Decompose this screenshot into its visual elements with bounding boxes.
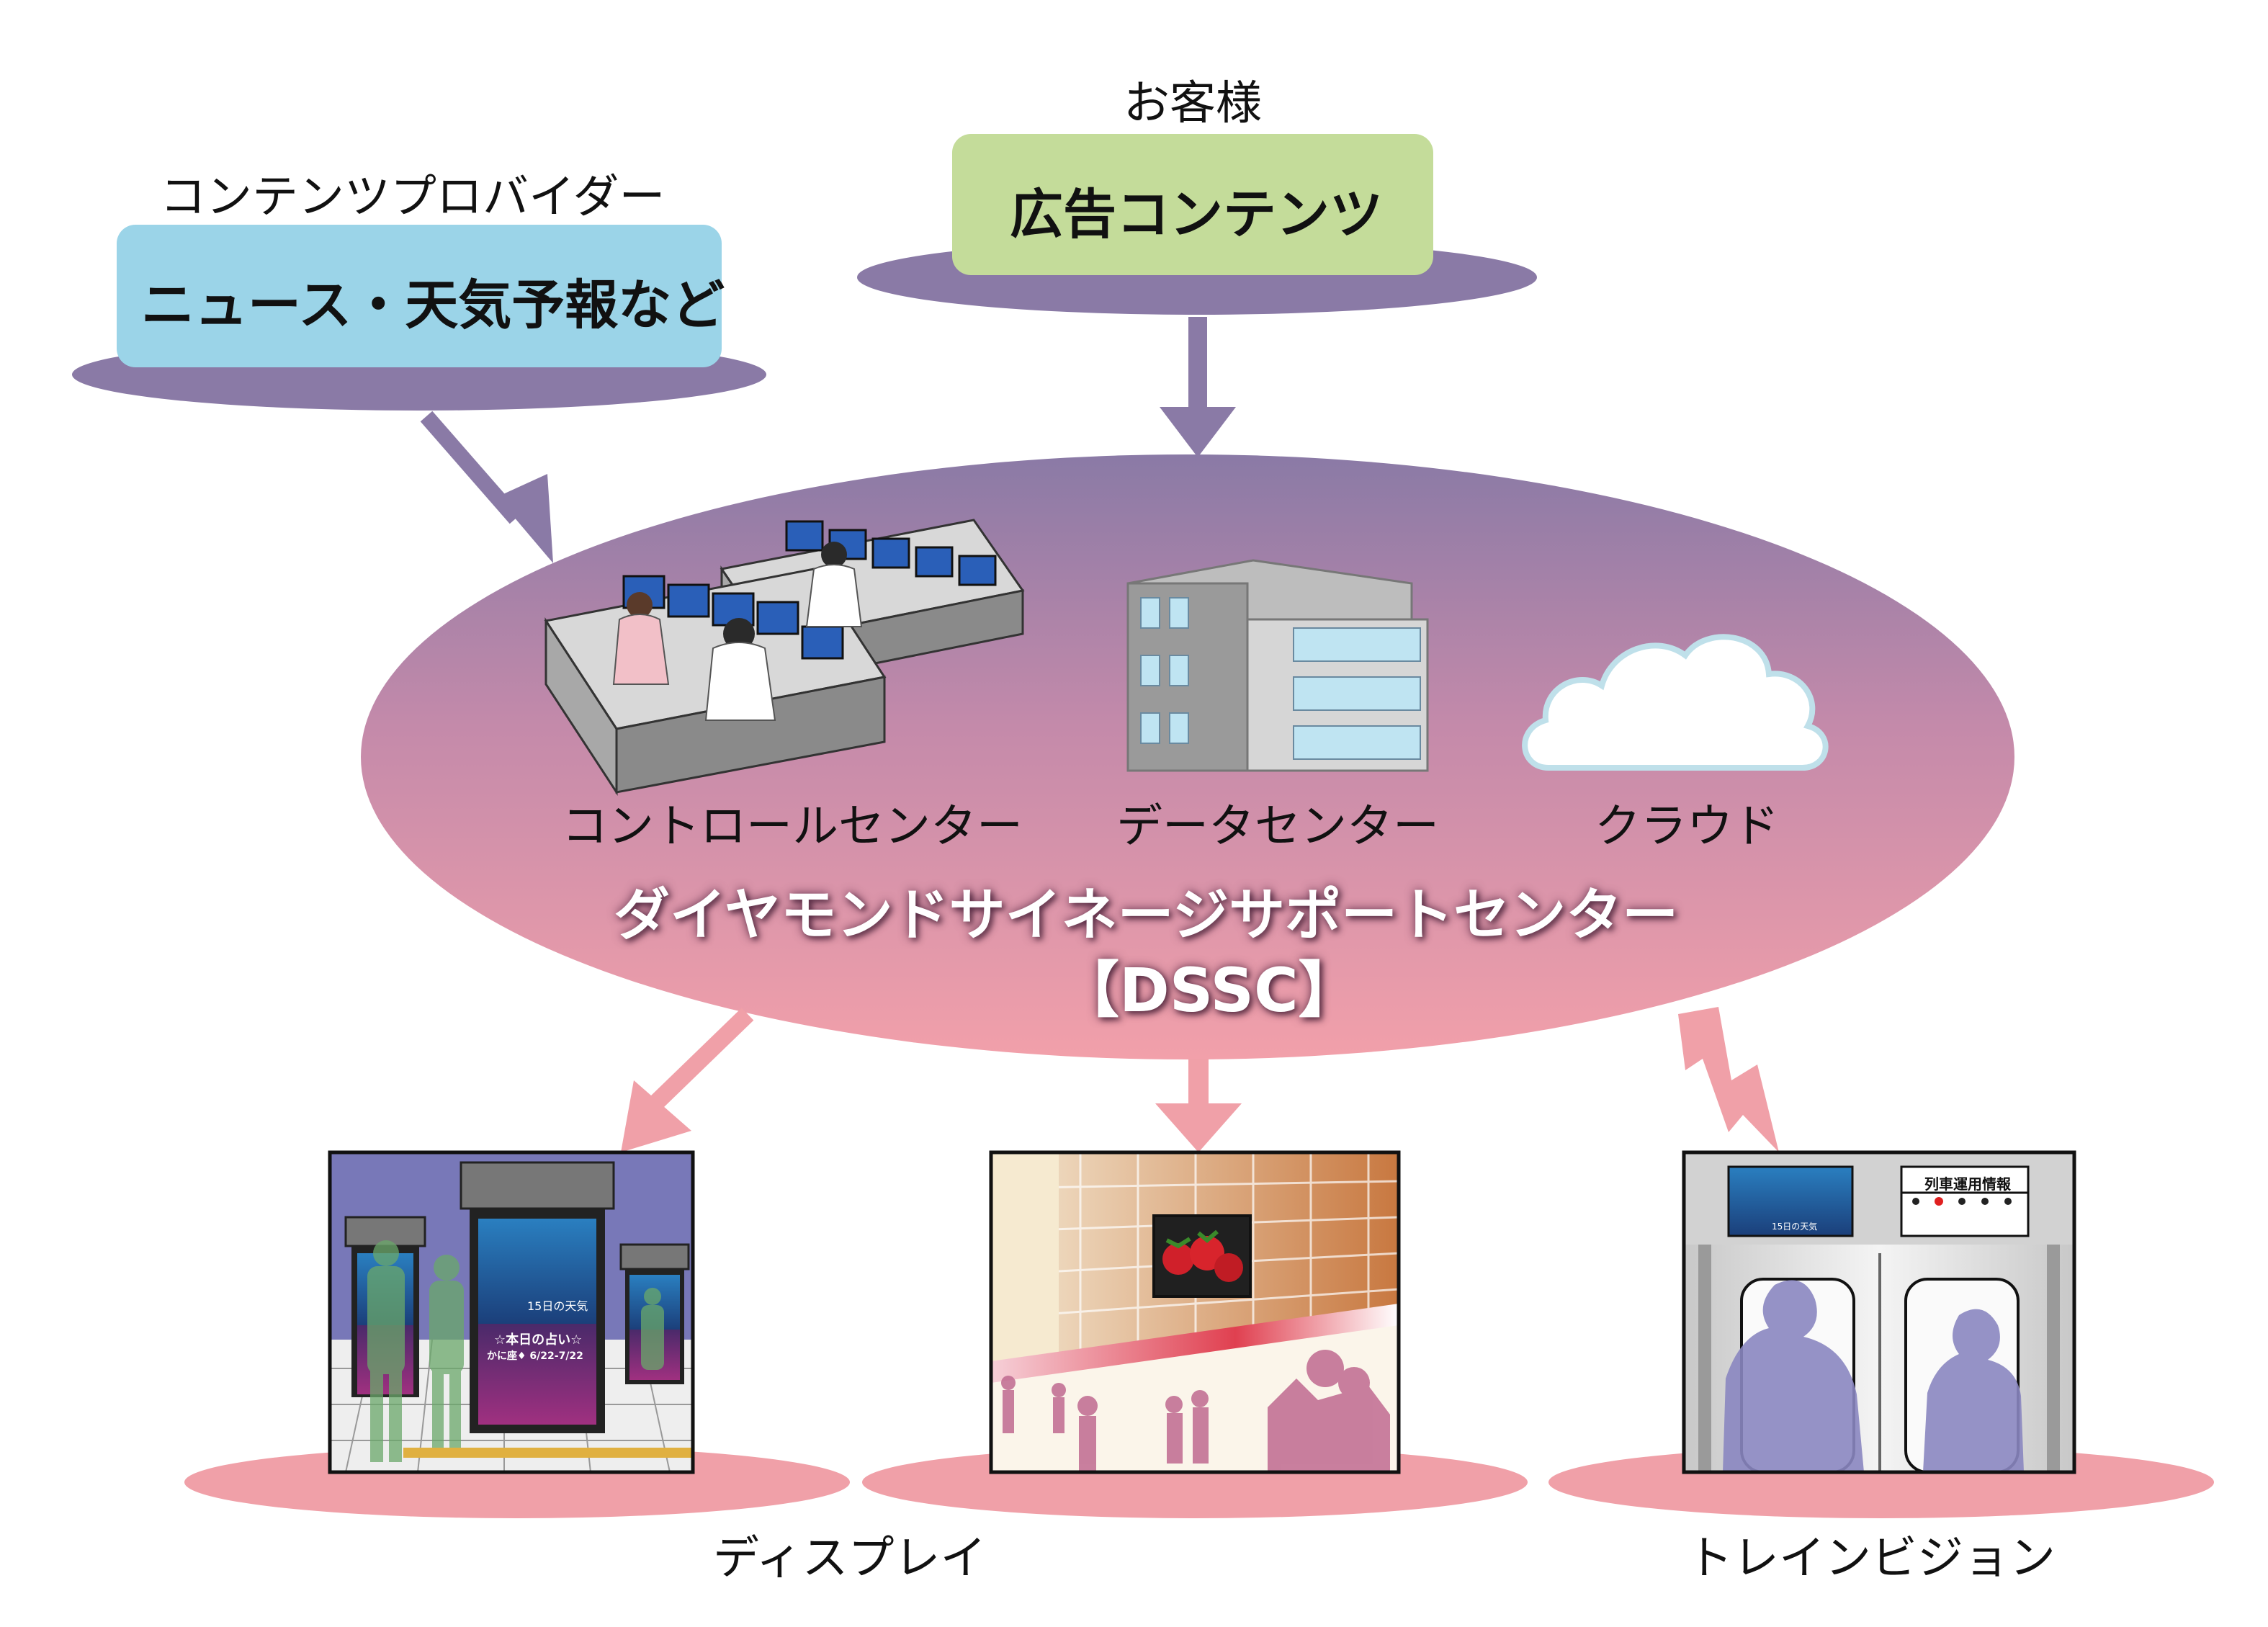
kiosk-frame xyxy=(328,1150,695,1474)
cloud-label: クラウド xyxy=(1595,800,1779,853)
display-label: ディスプレイ xyxy=(713,1532,987,1585)
provider-label: ニュース・天気予報など xyxy=(141,274,725,336)
customer-label: 広告コンテンツ xyxy=(1010,184,1383,246)
dssc-subtitle: 【DSSC】 xyxy=(1059,955,1359,1026)
train-frame xyxy=(1682,1150,2076,1474)
train-vision-label: トレインビジョン xyxy=(1687,1532,2056,1585)
display-arrow-left xyxy=(621,1008,754,1152)
provider-caption: コンテンツプロバイダー xyxy=(160,171,665,224)
kiosk-weather-title: 15日の天気 xyxy=(527,1299,588,1313)
customer-box xyxy=(952,134,1433,275)
operator-figures xyxy=(612,542,863,721)
cloud-icon xyxy=(1522,634,1829,771)
customer-arrow xyxy=(1160,317,1236,457)
data-center-label: データセンター xyxy=(1116,800,1439,853)
kiosk-fortune-title: ☆本日の占い☆ xyxy=(494,1332,583,1348)
kiosk-fortune-sign: かに座♦ 6/22-7/22 xyxy=(487,1350,583,1362)
wireless-bolt xyxy=(1678,1007,1779,1152)
provider-box xyxy=(117,225,722,367)
building-icon xyxy=(1126,559,1429,772)
strawberry-image xyxy=(1162,1229,1243,1282)
dssc-title: ダイヤモンドサイネージサポートセンター xyxy=(614,883,1679,948)
wall-frame xyxy=(989,1150,1401,1474)
provider-arrow xyxy=(420,411,553,563)
train-scene xyxy=(1684,1152,2074,1474)
train-weather-title: 15日の天気 xyxy=(1772,1222,1818,1232)
customer-caption: お客様 xyxy=(1124,77,1262,130)
control-center-label: コントロールセンター xyxy=(562,800,1023,853)
control-room-icon xyxy=(544,519,1025,797)
train-info-title: 列車運用情報 xyxy=(1924,1175,2011,1193)
display-arrow-center xyxy=(1155,1059,1242,1152)
wall-scene xyxy=(990,1152,1399,1472)
kiosk-scene xyxy=(330,1152,693,1473)
